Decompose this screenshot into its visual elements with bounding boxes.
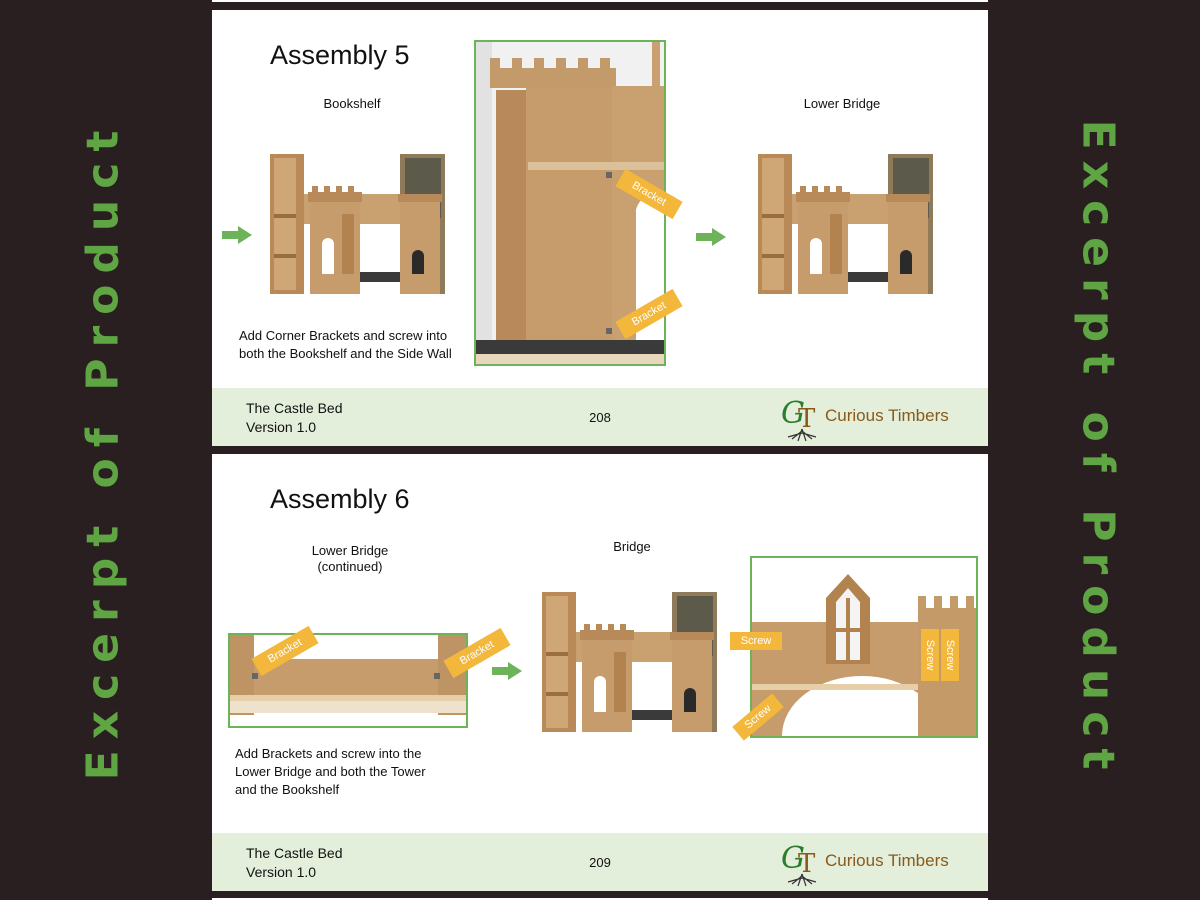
page-208: Assembly 5 Bookshelf Lower Bridge Bracke… [212, 10, 988, 446]
page-title: Assembly 6 [270, 484, 410, 514]
document-version: Version 1.0 [246, 419, 317, 435]
page-title: Assembly 5 [270, 40, 410, 70]
assembly-note: Add Corner Brackets and screw into both … [239, 328, 452, 361]
bridge-detail-figure: Screw Screw Screw Screw [730, 556, 978, 741]
page-number: 209 [589, 855, 611, 870]
watermark-left: Excerpt of Product [77, 119, 129, 781]
page-footer: The Castle Bed Version 1.0 208 Curious T… [212, 388, 988, 446]
caption-lower-bridge-continued: Lower Bridge (continued) [311, 543, 389, 574]
right-arrow-icon [492, 662, 522, 680]
left-margin [0, 0, 210, 900]
footer-document-info: The Castle Bed Version 1.0 [246, 399, 343, 437]
screw-callout: Screw [730, 632, 782, 650]
curious-timbers-logo-icon [778, 838, 826, 888]
bridge-figure [532, 582, 732, 742]
caption-lower-bridge: Lower Bridge [803, 96, 881, 111]
caption-bridge: Bridge [613, 539, 651, 554]
page-209: Assembly 6 Lower Bridge (continued) Brid… [212, 454, 988, 891]
bookshelf-figure [260, 144, 460, 304]
caption-bookshelf: Bookshelf [323, 96, 381, 111]
screw-callout: Screw [941, 629, 959, 681]
curious-timbers-logo-icon [778, 393, 826, 443]
assembly-note: Add Brackets and screw into the Lower Br… [235, 746, 426, 797]
right-margin [990, 0, 1200, 900]
document-title: The Castle Bed [246, 845, 343, 861]
right-arrow-icon [696, 228, 726, 246]
watermark-right: Excerpt of Product [1072, 119, 1124, 781]
lower-bridge-detail-figure: Bracket Bracket [228, 625, 511, 728]
footer-document-info: The Castle Bed Version 1.0 [246, 844, 343, 882]
screw-callout: Screw [921, 629, 939, 681]
page-number: 208 [589, 410, 611, 425]
detail-view-figure: Bracket Bracket [474, 40, 683, 366]
next-page-edge [212, 898, 988, 900]
brand-name: Curious Timbers [825, 851, 949, 870]
document-version: Version 1.0 [246, 864, 317, 880]
page-footer: The Castle Bed Version 1.0 209 Curious T… [212, 833, 988, 891]
document-title: The Castle Bed [246, 400, 343, 416]
lower-bridge-figure [748, 144, 948, 304]
previous-page-edge [212, 0, 988, 2]
right-arrow-icon [222, 226, 252, 244]
brand-name: Curious Timbers [825, 406, 949, 425]
